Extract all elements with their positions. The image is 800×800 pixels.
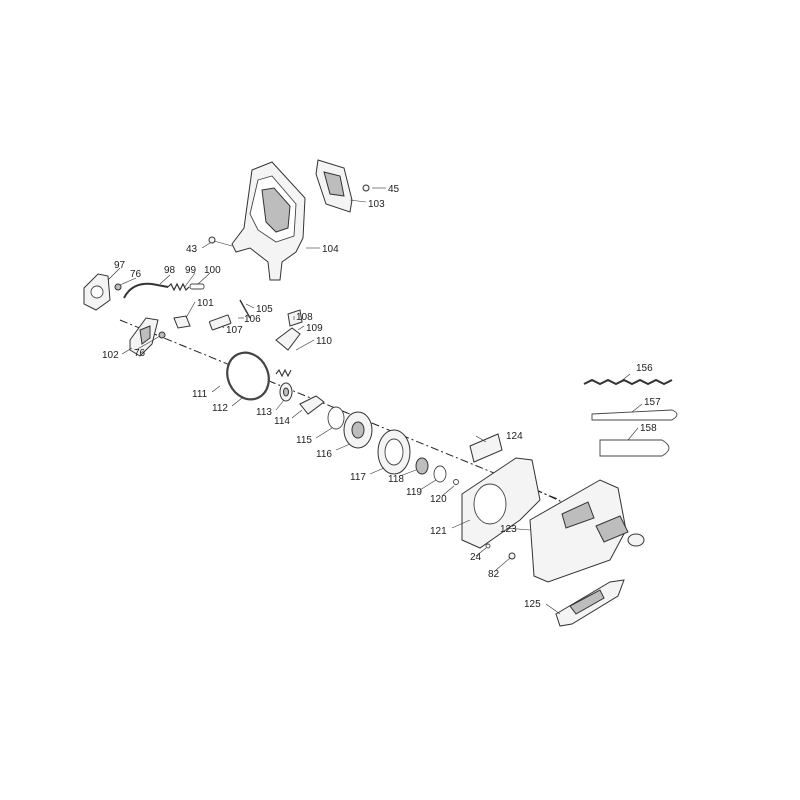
part-125-scabbard: [555, 579, 625, 627]
callout-43: 43: [186, 244, 198, 255]
part-102-lever: [129, 317, 159, 357]
part-118-sprocket: [415, 457, 429, 475]
part-98-cable: [123, 282, 169, 299]
callout-125: 125: [524, 599, 541, 610]
callout-110: 110: [316, 336, 332, 347]
part-120-clip: [453, 479, 459, 485]
part-99-spring: [167, 282, 190, 292]
callout-82: 82: [488, 569, 500, 580]
part-76-nut-lower: [158, 331, 166, 339]
part-117-drum: [377, 429, 411, 475]
callout-24: 24: [470, 552, 482, 563]
part-101-clip: [173, 315, 191, 329]
callout-114: 114: [274, 416, 290, 427]
callout-107: 107: [226, 325, 243, 336]
part-100-link: [189, 283, 205, 290]
part-104-hand-guard: [231, 161, 306, 281]
callout-108: 108: [296, 312, 313, 323]
part-124-label: [469, 433, 503, 463]
part-113-bearing: [279, 382, 293, 402]
callout-45: 45: [388, 184, 400, 195]
callout-105: 105: [256, 304, 273, 315]
part-97-bracket: [83, 273, 111, 311]
callout-106: 106: [244, 314, 261, 325]
callout-98: 98: [164, 265, 176, 276]
callout-116: 116: [316, 449, 332, 460]
part-82-screw: [508, 552, 516, 560]
part-108-bracket: [275, 309, 303, 351]
part-123-chain-cover: [529, 479, 645, 583]
callout-112: 112: [212, 403, 228, 414]
callout-115: 115: [296, 435, 312, 446]
callout-156: 156: [636, 363, 653, 374]
callout-104: 104: [322, 244, 339, 255]
callout-97: 97: [114, 260, 126, 271]
callout-76-upper: 76: [130, 269, 142, 280]
part-115-washer: [327, 406, 345, 430]
callout-118: 118: [388, 474, 404, 485]
part-24-pin: [485, 543, 491, 549]
callout-158: 158: [640, 423, 657, 434]
part-76-nut-upper: [114, 283, 122, 291]
part-45-screw: [362, 184, 370, 192]
part-110-spring: [275, 368, 292, 378]
callout-157: 157: [644, 397, 661, 408]
part-158-bar-cover: [599, 439, 670, 457]
callout-76-lower: 76: [134, 348, 146, 359]
callout-99: 99: [185, 265, 197, 276]
leader-lines: [107, 187, 643, 615]
part-116-clutch: [343, 411, 373, 449]
part-157-guide-bar: [591, 409, 678, 421]
part-112-brake-band: [226, 351, 270, 401]
callout-100: 100: [204, 265, 221, 276]
callout-117: 117: [350, 472, 366, 483]
callout-101: 101: [197, 298, 214, 309]
callout-113: 113: [256, 407, 272, 418]
callout-109: 109: [306, 323, 323, 334]
part-103-plate: [315, 159, 353, 213]
part-105-wire: [239, 299, 251, 319]
part-43-pin: [208, 236, 233, 247]
callout-119: 119: [406, 487, 422, 498]
callout-111: 111: [192, 389, 208, 400]
callout-124: 124: [506, 431, 523, 442]
callout-121: 121: [430, 526, 447, 537]
part-119-washer: [433, 465, 447, 483]
assembly-axis: [119, 319, 561, 501]
part-121-cover-plate: [461, 457, 541, 549]
callout-123: 123: [500, 524, 517, 535]
part-156-chain: [583, 378, 673, 386]
part-107-switch: [209, 314, 232, 331]
callout-102: 102: [102, 350, 119, 361]
callout-120: 120: [430, 494, 447, 505]
callout-103: 103: [368, 199, 385, 210]
part-114-key: [299, 395, 325, 415]
